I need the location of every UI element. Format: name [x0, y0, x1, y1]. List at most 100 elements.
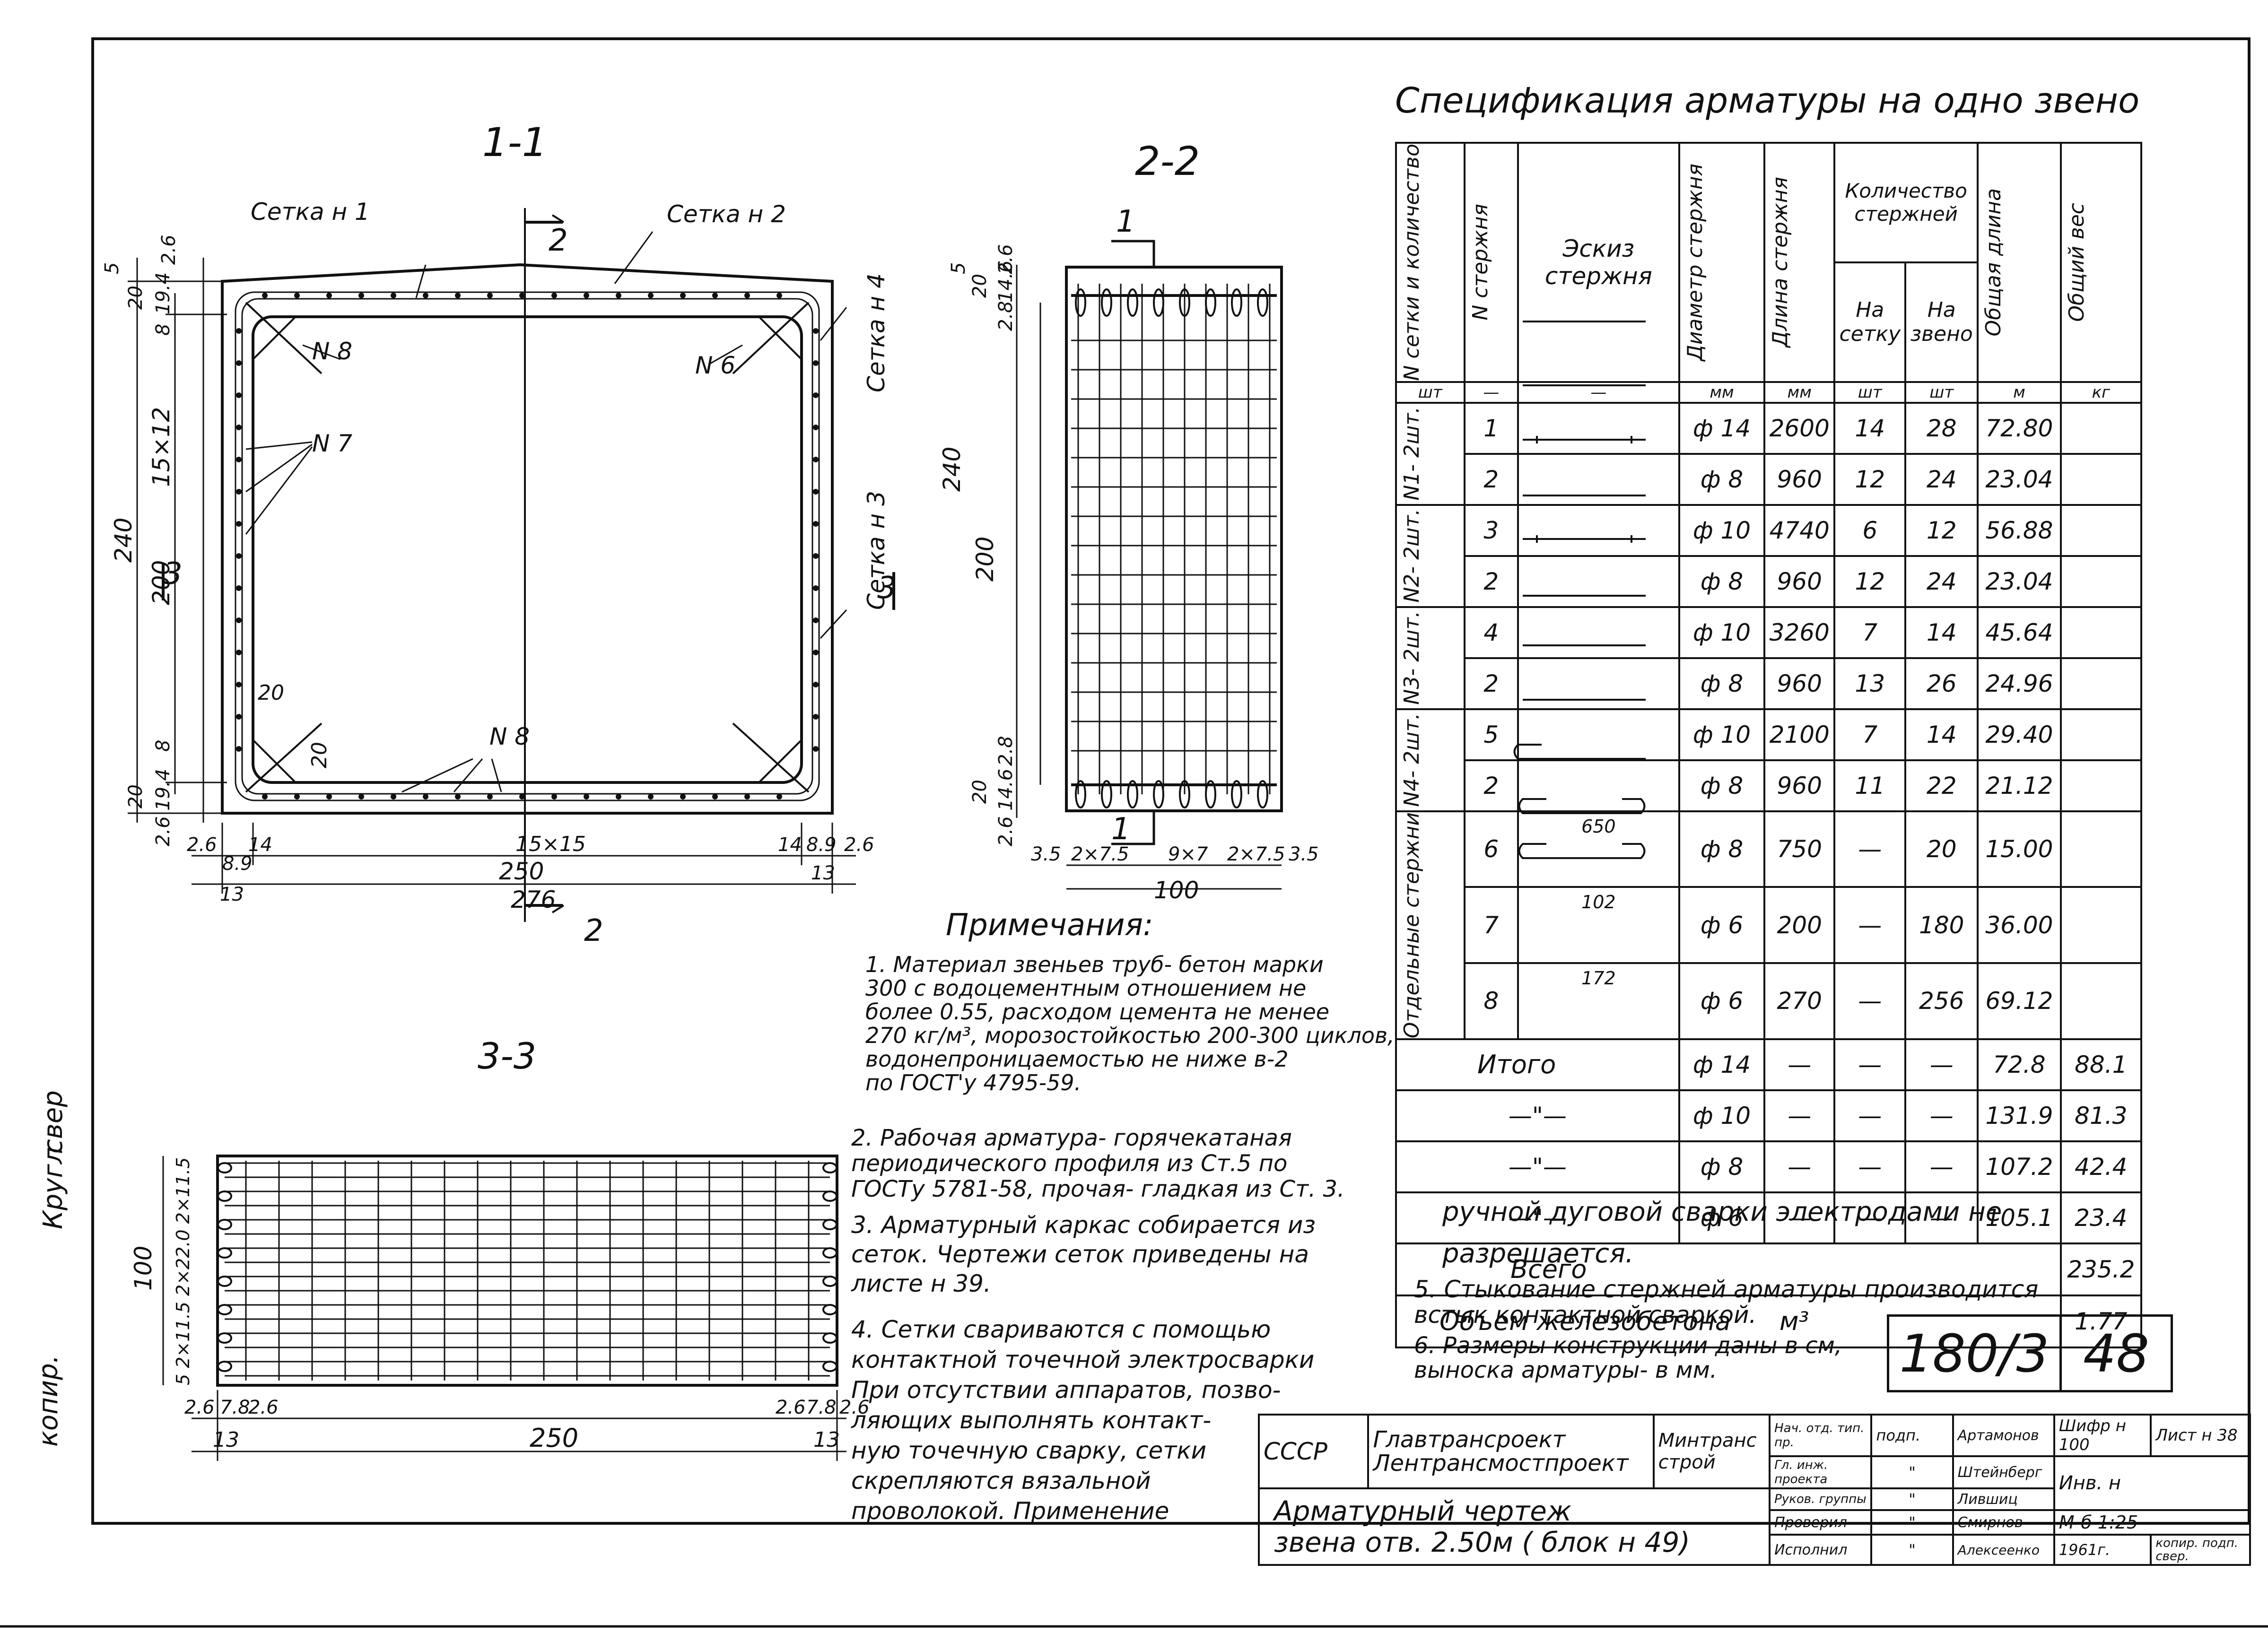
dim-8-bottom: 8 — [152, 740, 174, 752]
spec-diam: ф 10 — [1678, 708, 1766, 761]
spec-weight — [2059, 886, 2143, 964]
hdr-rod: N стержня — [1463, 142, 1519, 383]
section-2-2-title: 2-2 — [1135, 138, 1200, 184]
hdr-qty: Количество стержней — [1833, 142, 1979, 263]
note-1: 1. Материал звеньев труб- бетон марки 30… — [865, 952, 1395, 1095]
spec-rod: 7 — [1463, 886, 1519, 964]
spec-per-mesh: 12 — [1833, 555, 1907, 608]
dim-20-top: 20 — [125, 286, 147, 310]
spec-sketch: 650 — [1517, 810, 1680, 888]
spec-total: 29.40 — [1977, 708, 2062, 761]
total-weight: 88.1 — [2059, 1038, 2143, 1091]
spec-per-link: 12 — [1904, 504, 1979, 557]
spec-per-link: 26 — [1904, 657, 1979, 710]
dim-2-6-a-s33: 2.6 — [184, 1397, 215, 1418]
side-copy: копир. — [33, 1355, 64, 1447]
spec-rod: 2 — [1463, 759, 1519, 812]
spec-diam: ф 8 — [1678, 452, 1766, 506]
dim-240: 240 — [110, 518, 137, 563]
hdr-setka: N сетки и количество — [1395, 142, 1465, 383]
spec-per-mesh: 14 — [1833, 401, 1907, 455]
section-3-3: 3-3 — [162, 1035, 846, 1461]
dim-14-6-bottom-s22: 14.6 — [995, 769, 1017, 811]
dim-8-9-bl: 8.9 — [222, 853, 253, 875]
total-c: — — [1904, 1140, 1979, 1193]
dim-14-bl: 14 — [248, 834, 272, 856]
dim-5-s22: 5 — [948, 262, 969, 274]
stamp-year: 1961г. — [2053, 1534, 2152, 1566]
dim-250-s33: 250 — [530, 1423, 578, 1453]
spec-sketch — [1517, 657, 1680, 710]
dim-9x7: 9×7 — [1168, 843, 1208, 865]
stamp-role-2: Руков. группы — [1769, 1487, 1873, 1511]
total-b: — — [1833, 1089, 1907, 1142]
sheet-number: 48 — [2059, 1314, 2173, 1392]
total-b: — — [1833, 1140, 1907, 1193]
spec-total: 45.64 — [1977, 606, 2062, 659]
dim-2-6-top-s22: 2.6 — [995, 244, 1017, 274]
stamp-country: СССР — [1257, 1414, 1370, 1489]
cut-1-bottom: 1 — [1111, 812, 1131, 847]
dim-276: 276 — [511, 886, 556, 913]
dim-2x7-5-right: 2×7.5 — [1227, 843, 1285, 865]
spec-len: 200 — [1763, 886, 1836, 964]
cut-2-bottom: 2 — [584, 913, 603, 948]
spec-group-g3: N3- 2шт. — [1395, 606, 1465, 710]
dim-7-8-b-s33: 7.8 — [806, 1397, 837, 1418]
dim-2-6-top: 2.6 — [158, 235, 180, 265]
units-row: шт — — мм мм шт шт м кг — [1395, 381, 2143, 404]
spec-rod: 4 — [1463, 606, 1519, 659]
notes-title: Примечания: — [946, 908, 1153, 943]
dim-20-haunch-v: 20 — [307, 742, 331, 768]
label-n7: N 7 — [312, 430, 352, 457]
section-3-3-title: 3-3 — [478, 1035, 536, 1077]
dim-8-top: 8 — [152, 324, 174, 336]
dim-2-6-d-s33: 2.6 — [839, 1397, 870, 1418]
spec-weight — [2059, 759, 2143, 812]
hdr-diam: Диаметр стержня — [1678, 142, 1766, 383]
vsego-row: Всего 235.2 — [1395, 1242, 2143, 1296]
dim-20-bottom-s22: 20 — [969, 780, 991, 804]
spec-per-mesh: — — [1833, 810, 1907, 888]
dim-3-5-right: 3.5 — [1289, 843, 1319, 865]
spec-per-mesh: — — [1833, 962, 1907, 1040]
total-a: — — [1763, 1140, 1836, 1193]
total-len: 105.1 — [1977, 1191, 2062, 1244]
spec-weight — [2059, 810, 2143, 888]
spec-rod: 8 — [1463, 962, 1519, 1040]
dim-14-6-top-s22: 14.6 — [995, 261, 1017, 303]
hdr-weight: Общий вес — [2059, 142, 2143, 383]
total-a: — — [1763, 1191, 1836, 1244]
spec-per-mesh: 7 — [1833, 708, 1907, 761]
dim-15x12: 15×12 — [148, 407, 175, 487]
side-check: свер — [38, 1090, 69, 1154]
note-4-cont: ручной дуговой сварки электродами не раз… — [1442, 1197, 2002, 1269]
spec-total: 69.12 — [1977, 962, 2062, 1040]
spec-rod: 6 — [1463, 810, 1519, 888]
total-label: —"— — [1395, 1140, 1680, 1193]
section-1-1: 1-1 — [128, 119, 895, 922]
stamp-ministry: Минтранс строй — [1652, 1414, 1771, 1489]
volume-row: Объем железобетона м³ 1.77 — [1395, 1294, 2143, 1348]
total-diam: ф 8 — [1678, 1140, 1766, 1193]
section-1-1-bar-dots — [236, 293, 819, 799]
spec-rod: 2 — [1463, 555, 1519, 608]
spec-per-mesh: 11 — [1833, 759, 1907, 812]
stamp-title-1: Арматурный чертеж — [1274, 1495, 1572, 1527]
note-5: 5. Стыкование стержней арматуры производ… — [1414, 1276, 2039, 1329]
spec-len: 960 — [1763, 452, 1836, 506]
stamp-name-3: Смирнов — [1952, 1509, 2055, 1536]
spec-total: 23.04 — [1977, 452, 2062, 506]
side-mid: Кругл — [38, 1147, 69, 1229]
stamp-scale: М-б 1:25 — [2053, 1509, 2251, 1536]
spec-total: 23.04 — [1977, 555, 2062, 608]
spec-weight — [2059, 504, 2143, 557]
spec-per-link: 180 — [1904, 886, 1979, 964]
dim-13-right-s33: 13 — [813, 1428, 840, 1452]
